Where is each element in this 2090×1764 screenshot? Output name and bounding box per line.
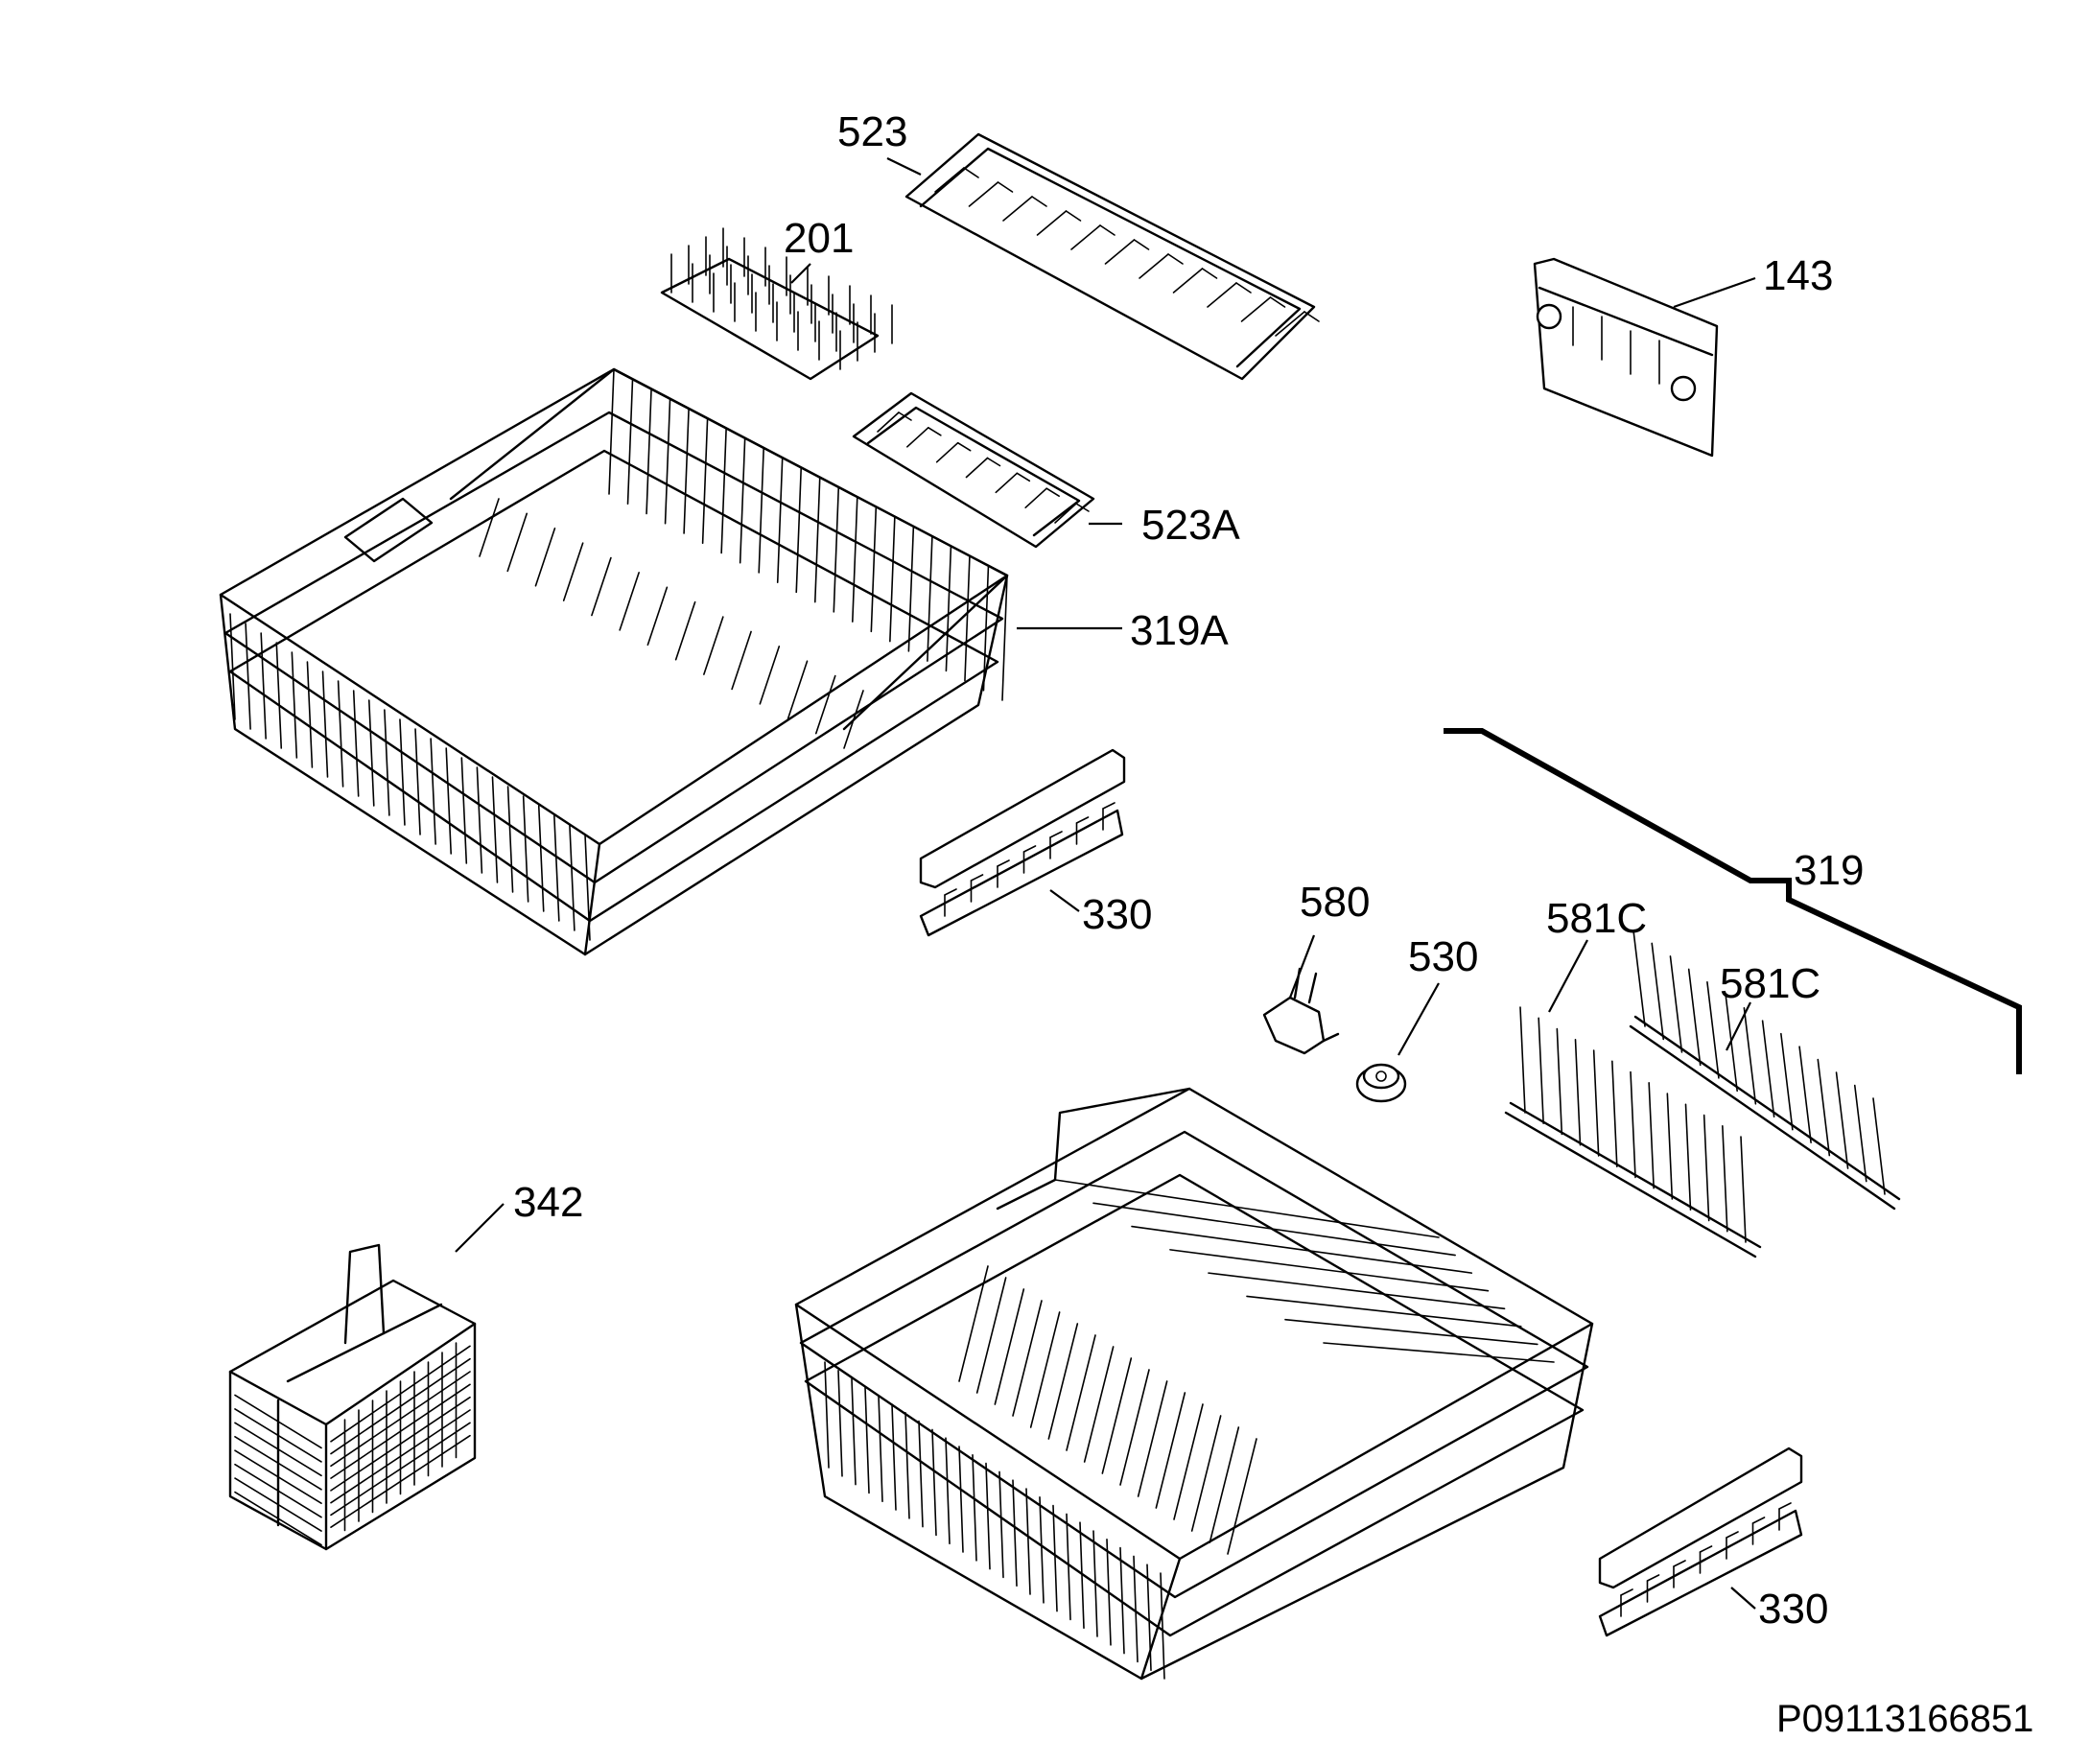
leader-201	[790, 263, 811, 284]
leader-581c-right	[1726, 1001, 1751, 1051]
label-342: 342	[513, 1179, 583, 1226]
lower-basket-drawing	[794, 1087, 1594, 1681]
label-201: 201	[784, 215, 854, 262]
leader-143	[1673, 276, 1756, 309]
leader-581c-left	[1548, 939, 1588, 1013]
bracket-143-drawing	[1533, 257, 1719, 458]
cutlery-basket-342-drawing	[228, 1243, 477, 1551]
rail-330-upper-drawing	[919, 748, 1126, 937]
label-330-upper: 330	[1082, 891, 1152, 938]
leader-lines	[455, 157, 1756, 1610]
label-530: 530	[1408, 933, 1478, 980]
tine-rack-581c-drawing	[1504, 929, 1901, 1258]
spike-insert-201-drawing	[660, 227, 893, 381]
part-labels: 523 201 143 523A 319A 330 319 580 530 58…	[513, 108, 1864, 1633]
rail-319-drawing	[1444, 728, 2022, 1074]
leader-523	[886, 157, 922, 176]
label-143: 143	[1763, 252, 1833, 299]
label-581c-left: 581C	[1546, 895, 1647, 942]
label-523: 523	[837, 108, 907, 155]
clip-580-drawing	[1262, 967, 1340, 1055]
leader-342	[455, 1203, 505, 1253]
wheel-530-drawing	[1355, 1063, 1407, 1103]
label-580: 580	[1300, 879, 1370, 926]
label-319: 319	[1794, 847, 1864, 894]
leader-580	[1288, 934, 1316, 999]
drawing-code: P09113166851	[1776, 1698, 2033, 1740]
label-523a: 523A	[1141, 502, 1240, 549]
label-319a: 319A	[1130, 607, 1229, 654]
leader-530	[1397, 982, 1440, 1056]
upper-basket-319a-drawing	[219, 367, 1009, 956]
leader-330-upper	[1049, 889, 1080, 912]
label-330-lower: 330	[1758, 1586, 1828, 1633]
leader-330-lower	[1730, 1587, 1756, 1610]
rack-rail-523-drawing	[904, 132, 1320, 381]
rack-rail-523a-drawing	[852, 391, 1095, 549]
rail-330-lower-drawing	[1598, 1446, 1803, 1637]
label-581c-right: 581C	[1720, 960, 1820, 1007]
